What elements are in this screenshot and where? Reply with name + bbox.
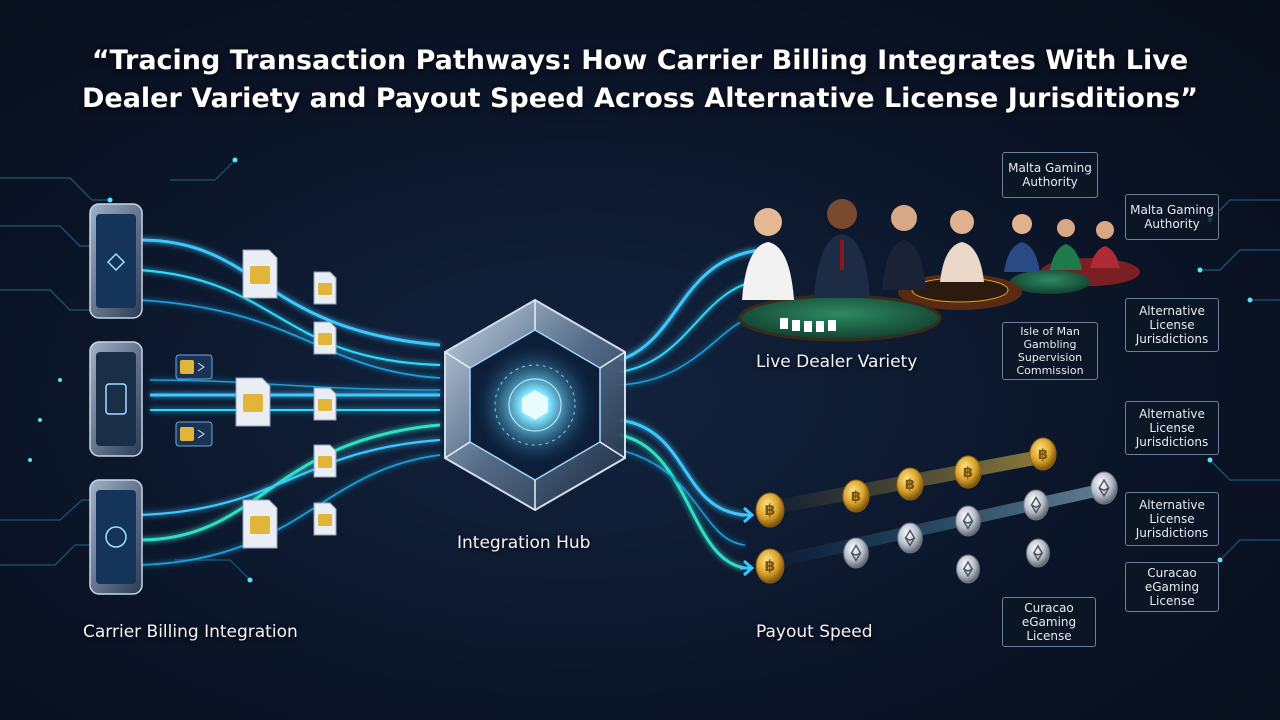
sim-card-icons <box>175 249 337 549</box>
inbound-flow-lines <box>139 238 441 566</box>
dealer-icon <box>1050 219 1082 270</box>
carrier-billing-label: Carrier Billing Integration <box>83 622 298 642</box>
jurisdiction-badge: Curacao eGaming License <box>1125 562 1219 612</box>
live-dealer-scene <box>738 199 1140 342</box>
bitcoin-coin-icon: ฿ <box>755 492 785 528</box>
jurisdiction-badge: Alternative License Jurisdictions <box>1125 401 1219 455</box>
bitcoin-coin-icon: ฿ <box>842 479 870 513</box>
hexagon-hub-icon <box>444 298 626 512</box>
jurisdiction-badge: Curacao eGaming License <box>1002 597 1096 647</box>
dealer-icon <box>742 208 794 300</box>
title-line-1: “Tracing Transaction Pathways: How Carri… <box>91 45 1189 76</box>
dealer-icon <box>882 205 926 290</box>
bitcoin-coin-icon: ฿ <box>755 548 785 584</box>
dealer-icon <box>1090 221 1120 268</box>
svg-text:฿: ฿ <box>765 557 776 575</box>
ethereum-coin-icon <box>843 537 869 569</box>
circuit-traces <box>0 159 1280 581</box>
integration-hub-label: Integration Hub <box>457 533 591 553</box>
dealer-icon <box>940 210 984 282</box>
jurisdiction-badge: Alternative License Jurisdictions <box>1125 298 1219 352</box>
svg-text:฿: ฿ <box>765 501 776 519</box>
svg-text:฿: ฿ <box>1038 447 1048 463</box>
smartphone-icon <box>89 203 143 319</box>
coins: ฿฿฿฿฿฿ <box>755 437 1118 584</box>
ethereum-coin-icon <box>956 554 980 584</box>
ethereum-coin-icon <box>897 522 923 554</box>
jurisdiction-badge: Alternative License Jurisdictions <box>1125 492 1219 546</box>
dealer-icon <box>1004 214 1040 272</box>
ethereum-coin-icon <box>1090 471 1118 505</box>
bitcoin-coin-icon: ฿ <box>896 467 924 501</box>
svg-text:฿: ฿ <box>905 477 915 493</box>
ethereum-coin-icon <box>955 505 981 537</box>
ethereum-coin-icon <box>1023 489 1049 521</box>
smartphone-icon <box>89 341 143 457</box>
live-dealer-label: Live Dealer Variety <box>756 352 918 372</box>
svg-text:฿: ฿ <box>963 465 973 481</box>
jurisdiction-badge: Malta Gaming Authority <box>1002 152 1098 198</box>
dealer-icon <box>814 199 870 298</box>
payout-speed-label: Payout Speed <box>756 622 873 642</box>
jurisdiction-badge: Malta Gaming Authority <box>1125 194 1219 240</box>
bitcoin-coin-icon: ฿ <box>1029 437 1057 471</box>
smartphone-icon <box>89 479 143 595</box>
page-title: “Tracing Transaction Pathways: How Carri… <box>0 42 1280 118</box>
outbound-flow-lines <box>619 248 761 570</box>
bitcoin-coin-icon: ฿ <box>954 455 982 489</box>
svg-text:฿: ฿ <box>851 489 861 505</box>
jurisdiction-badge: Isle of Man Gambling Supervision Commiss… <box>1002 322 1098 380</box>
ethereum-coin-icon <box>1026 538 1050 568</box>
title-line-2: Dealer Variety and Payout Speed Across A… <box>81 83 1198 114</box>
